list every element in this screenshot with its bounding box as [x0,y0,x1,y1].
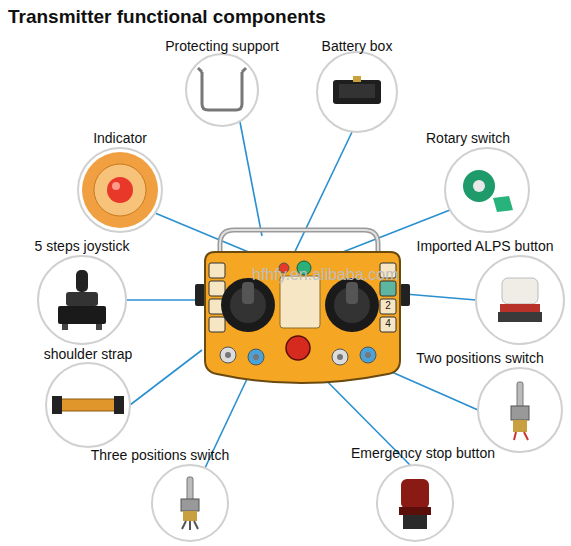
component-callout: Rotary switch [424,130,531,234]
callout-heading: shoulder strap [44,346,133,363]
callout-heading: 5 steps joystick [35,238,130,255]
leader-lines [126,122,478,468]
callout-heading: Three positions switch [91,447,230,464]
component-photo [76,146,164,234]
component-callout: 5 steps joystick [33,238,132,346]
component-photo [36,254,128,346]
component-photo [476,366,564,454]
component-photo [474,254,566,346]
component-photo [184,52,260,128]
callout-heading: Imported ALPS button [417,238,554,255]
transmitter-body [195,230,410,383]
callout-heading: Emergency stop button [351,445,495,462]
watermark: hfhfy.en.alibaba.com [252,266,398,284]
component-callout: shoulder strap [42,346,135,449]
component-photo [150,463,230,543]
button-number: 2 [385,300,391,311]
component-photo [375,463,455,543]
component-callout: Two positions switch [414,350,564,454]
component-callout: Imported ALPS button [415,238,566,346]
callout-heading: Rotary switch [426,130,510,147]
component-callout: Emergency stop button [349,445,497,543]
callout-heading: Protecting support [165,38,279,55]
component-photo [44,361,132,449]
callout-heading: Indicator [93,130,147,147]
callout-heading: Two positions switch [416,350,544,367]
component-photo [315,50,399,134]
component-callout: Three positions switch [89,447,232,543]
diagram-title: Transmitter functional components [8,6,326,28]
component-callout: Indicator [76,130,164,234]
component-photo [443,146,531,234]
component-callout: Protecting support [163,38,281,128]
button-number: 4 [385,318,391,329]
callout-heading: Battery box [322,38,393,55]
component-callout: Battery box [315,38,399,134]
